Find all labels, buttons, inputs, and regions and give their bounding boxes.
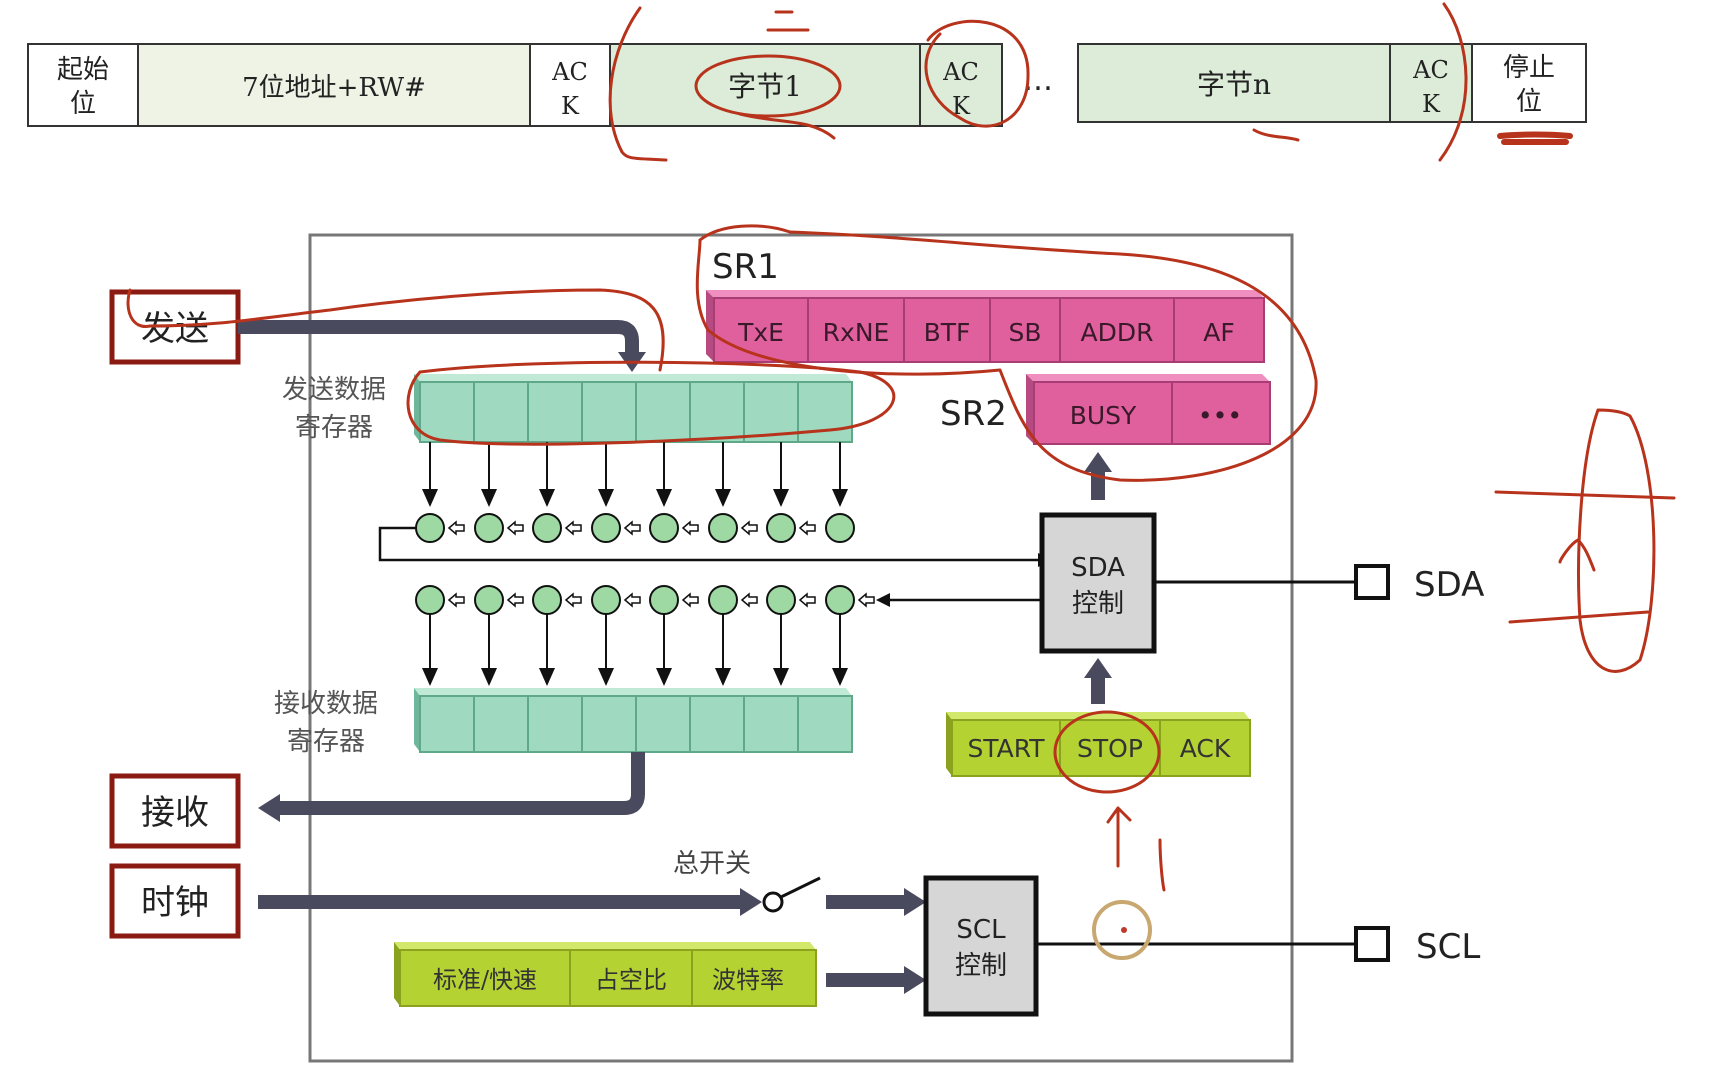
clock-label: 时钟 [141, 883, 209, 923]
receive-label: 接收 [141, 793, 209, 833]
frame-ack3-l2: K [1422, 90, 1441, 118]
sda-pin-label: SDA [1414, 565, 1484, 605]
cursor-dot [1121, 927, 1127, 933]
frame-start-l1: 起始 [57, 55, 109, 85]
sr1-flag-addr: ADDR [1081, 318, 1154, 347]
tx-register-label-l2: 寄存器 [295, 413, 373, 443]
rx-register-label-l1: 接收数据 [274, 689, 378, 719]
control-bits-register: START STOP ACK [946, 712, 1251, 777]
frame-ack2-l1: AC [942, 58, 979, 86]
switch-to-scl-arrowhead [904, 888, 926, 916]
clock-arrowhead [740, 888, 762, 916]
send-label: 发送 [141, 309, 209, 349]
receive-arrowhead [258, 794, 280, 822]
scl-control-l2: 控制 [955, 951, 1007, 981]
clock-config-mode: 标准/快速 [433, 966, 537, 994]
frame-byte1: 字节1 [728, 70, 802, 103]
rx-register-label-l2: 寄存器 [287, 727, 365, 757]
frame-ack1-l1: AC [551, 58, 588, 86]
sr1-register: TxE RxNE BTF SB ADDR AF [706, 290, 1265, 363]
send-arrow [238, 320, 639, 356]
sr1-flag-rxne: RxNE [823, 318, 890, 347]
scl-control-block: SCL 控制 [923, 875, 1039, 1017]
main-switch-label: 总开关 [673, 849, 751, 879]
clock-config-baud: 波特率 [712, 966, 784, 994]
rx-bit-lines [422, 614, 848, 686]
scl-pin [1354, 926, 1390, 962]
config-to-scl-arrowhead [904, 966, 926, 994]
clock-box: 时钟 [109, 863, 241, 939]
frame-byten: 字节n [1197, 68, 1271, 101]
frame-ack3-l1: AC [1412, 56, 1449, 84]
sr1-flag-txe: TxE [737, 318, 784, 347]
frame-ack1-l2: K [561, 92, 580, 120]
scl-control-l1: SCL [956, 915, 1006, 945]
receive-box: 接收 [109, 773, 241, 849]
sda-control-l1: SDA [1071, 553, 1125, 583]
control-bit-start: START [967, 734, 1045, 763]
sr1-flag-btf: BTF [924, 318, 971, 347]
sr2-flag-more: ••• [1198, 401, 1242, 430]
frame-ack2-l2: K [952, 92, 971, 120]
sda-pin [1354, 564, 1390, 600]
sr1-flag-sb: SB [1008, 318, 1041, 347]
sr2-flag-busy: BUSY [1070, 401, 1137, 430]
sr1-flag-af: AF [1203, 318, 1234, 347]
cursor-marker [1092, 900, 1152, 960]
sda-control-l2: 控制 [1072, 589, 1124, 619]
clock-config-register: 标准/快速 占空比 波特率 [394, 942, 817, 1007]
handwritten-annotations [126, 2, 1676, 892]
tx-data-register [414, 374, 853, 443]
i2c-frame: 起始 位 7位地址+RW# AC K 字节1 AC K … 字节n AC K 停… [27, 43, 1587, 127]
frame-start-l2: 位 [70, 89, 96, 119]
tx-bit-lines [422, 442, 848, 507]
ctrlbits-to-sda-arrow [1084, 658, 1112, 704]
rx-shift-register [415, 585, 1042, 615]
receive-arrow [276, 752, 645, 815]
clock-config-duty: 占空比 [595, 966, 667, 994]
frame-stop-l2: 位 [1516, 87, 1542, 117]
sda-control-block: SDA 控制 [1039, 512, 1157, 654]
sr1-label: SR1 [712, 247, 779, 287]
rx-data-register [414, 688, 853, 753]
sr2-label: SR2 [940, 394, 1007, 434]
sr2-register: BUSY ••• [1026, 374, 1271, 445]
frame-stop-l1: 停止 [1503, 53, 1555, 83]
i2c-peripheral-border [308, 233, 1294, 1063]
frame-address: 7位地址+RW# [242, 73, 426, 103]
control-bit-ack: ACK [1180, 734, 1231, 763]
control-bit-stop: STOP [1077, 734, 1143, 763]
main-switch [762, 876, 821, 913]
tx-shift-register [378, 513, 1052, 567]
tx-register-label-l1: 发送数据 [282, 375, 386, 405]
scl-pin-label: SCL [1416, 927, 1480, 967]
